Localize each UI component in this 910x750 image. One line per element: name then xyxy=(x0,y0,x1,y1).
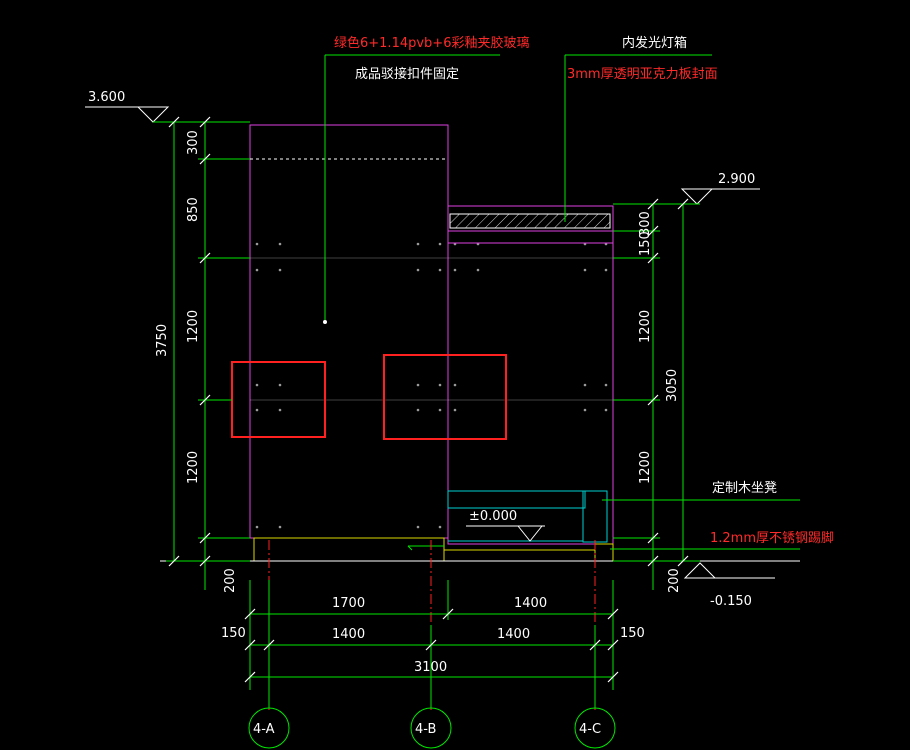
axis-bubble-4a: 4-A xyxy=(248,690,290,749)
left-dim-1200-a: 1200 xyxy=(186,310,201,343)
level-bottom: -0.150 xyxy=(710,594,752,609)
floor-level: ±0.000 xyxy=(469,509,517,524)
bottom-dim-150-left: 150 xyxy=(221,626,246,641)
glass-note: 绿色6+1.14pvb+6彩釉夹胶玻璃 xyxy=(334,35,529,51)
kick-note: 1.2mm厚不锈钢踢脚 xyxy=(710,530,834,546)
level-mark-top-left xyxy=(85,106,250,123)
left-glass-panel xyxy=(249,124,449,539)
axis-lines xyxy=(268,540,596,710)
bottom-dim-1700: 1700 xyxy=(332,596,365,611)
bottom-dim-total: 3100 xyxy=(414,660,447,675)
svg-text:4-C: 4-C xyxy=(579,722,601,737)
lightbox-leader xyxy=(564,54,712,222)
fixing-note: 成品驳接扣件固定 xyxy=(355,66,459,82)
right-dim-300: 300 xyxy=(638,211,653,236)
bottom-dim-1400-b: 1400 xyxy=(497,627,530,642)
right-dim-1200-a: 1200 xyxy=(638,310,653,343)
bottom-dim-150-right: 150 xyxy=(620,626,645,641)
left-dim-300: 300 xyxy=(186,130,201,155)
glass-leader xyxy=(323,54,500,324)
seat-note: 定制木坐凳 xyxy=(712,480,777,496)
right-dim-150: 150 xyxy=(638,231,653,256)
right-glass-panel xyxy=(447,205,614,545)
right-dimension-lines xyxy=(613,198,700,590)
left-dim-base: 200 xyxy=(223,568,238,593)
floor-level-marker xyxy=(466,525,545,542)
bottom-dim-1400-top: 1400 xyxy=(514,596,547,611)
level-mark-bottom xyxy=(683,562,775,579)
left-dim-850: 850 xyxy=(186,197,201,222)
left-dim-1200-b: 1200 xyxy=(186,451,201,484)
right-dim-base: 200 xyxy=(667,568,682,593)
bottom-dimension-lines xyxy=(244,580,619,690)
svg-text:4-B: 4-B xyxy=(415,722,436,737)
right-dim-1200-b: 1200 xyxy=(638,451,653,484)
bottom-dim-1400-a: 1400 xyxy=(332,627,365,642)
level-mark-top-right xyxy=(613,188,760,205)
left-dimension-lines xyxy=(166,116,250,590)
axis-bubble-4c: 4-C xyxy=(574,690,616,749)
svg-text:4-A: 4-A xyxy=(253,722,275,737)
level-top-right: 2.900 xyxy=(718,172,755,187)
highlight-box-center xyxy=(383,354,507,440)
axis-bubble-4b: 4-B xyxy=(410,690,452,749)
light-box xyxy=(447,205,614,244)
acrylic-note: 3mm厚透明亚克力板封面 xyxy=(567,67,718,82)
lightbox-note: 内发光灯箱 xyxy=(622,35,687,51)
left-dim-total: 3750 xyxy=(155,324,170,357)
right-dim-total: 3050 xyxy=(665,369,680,402)
level-top-left: 3.600 xyxy=(88,90,125,105)
highlight-box-left xyxy=(231,361,326,438)
